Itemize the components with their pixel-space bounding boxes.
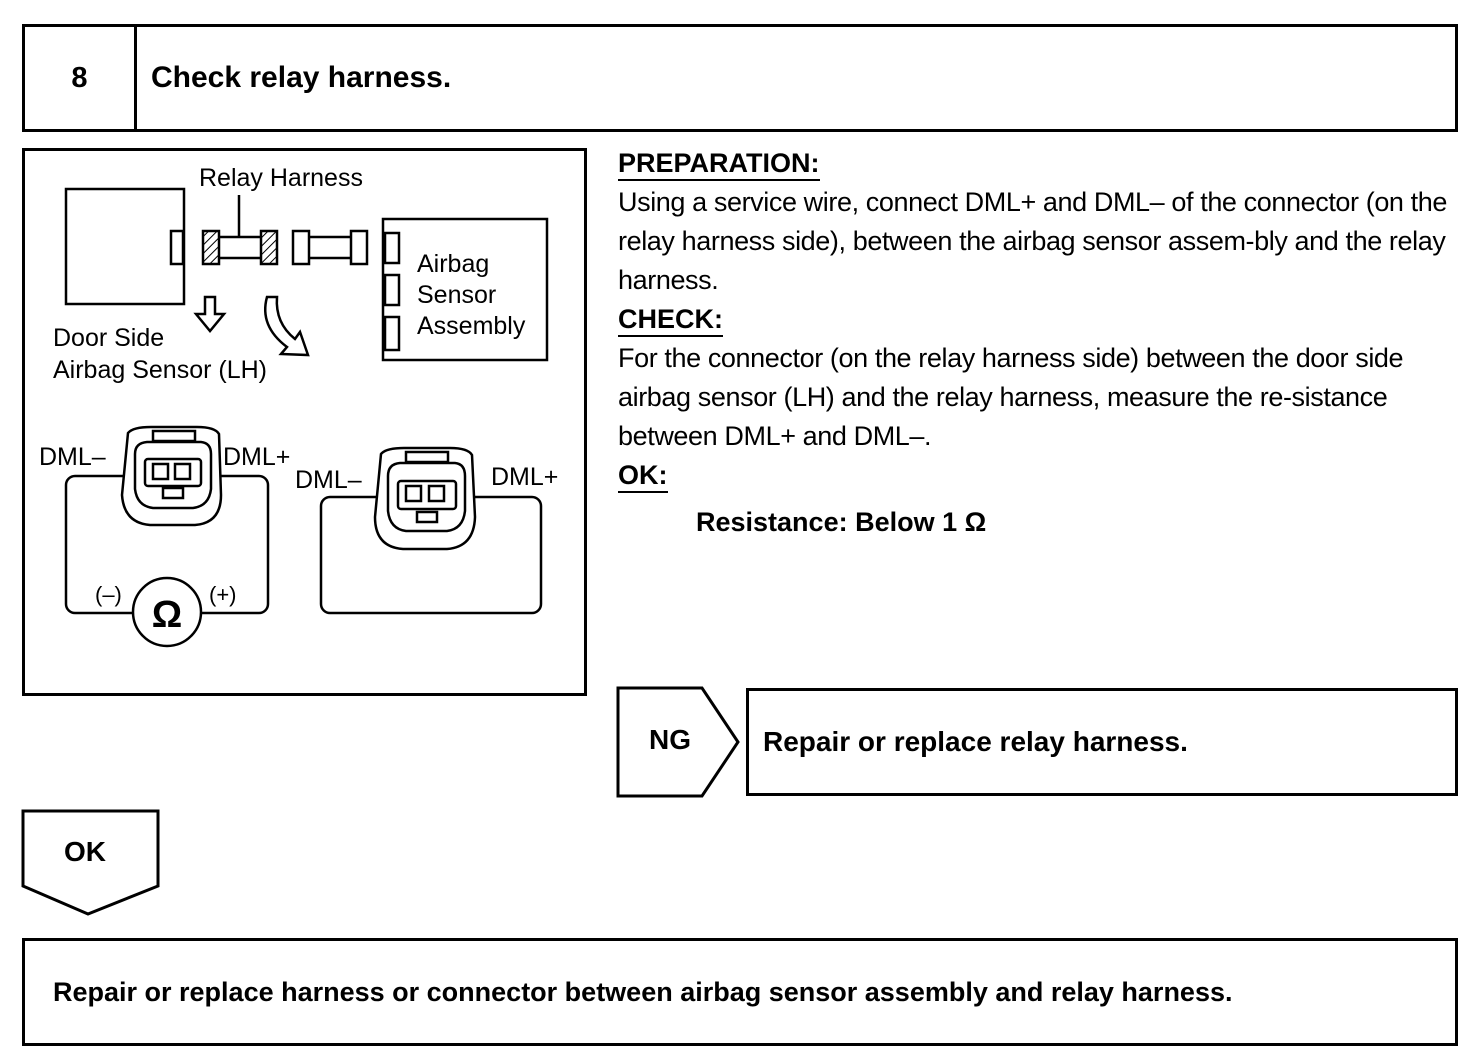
check-text: For the connector (on the relay harness … <box>618 343 1404 451</box>
harness-connector-right <box>349 229 369 266</box>
ok-spec: Resistance: Below 1 Ω <box>696 507 987 537</box>
ok-heading: OK: <box>618 459 668 493</box>
ohmmeter-icon <box>131 576 203 648</box>
procedure-text: PREPARATION: Using a service wire, conne… <box>618 144 1468 542</box>
ok-branch-tag <box>21 809 160 916</box>
ng-label: NG <box>649 724 691 755</box>
right-dml-minus-label: DML– <box>295 466 362 494</box>
relay-harness-connector-right <box>259 229 279 266</box>
ng-action-text: Repair or replace relay harness. <box>763 726 1188 757</box>
right-connector-housing <box>373 446 477 551</box>
right-dml-plus-label: DML+ <box>491 463 558 491</box>
check-heading: CHECK: <box>618 303 723 337</box>
airbag-sensor-label-2: Sensor <box>417 281 496 309</box>
ng-action-box: Repair or replace relay harness. <box>746 688 1458 796</box>
relay-harness-label: Relay Harness <box>199 164 363 192</box>
door-sensor-body <box>64 187 186 306</box>
relay-harness-connector-left <box>201 229 221 266</box>
ohmmeter-minus-label: (–) <box>95 582 122 607</box>
ohm-symbol: Ω <box>152 594 182 636</box>
ok-action-text: Repair or replace harness or connector b… <box>53 976 1233 1007</box>
preparation-text: Using a service wire, connect DML+ and D… <box>618 187 1447 295</box>
airbag-sensor-label-1: Airbag <box>417 250 489 278</box>
ng-branch-tag <box>616 686 740 798</box>
step-title: Check relay harness. <box>151 61 452 94</box>
ok-label: OK <box>64 836 106 867</box>
diagram-illustration: Relay Harness Airbag Sensor Assembly Doo… <box>39 164 558 648</box>
door-sensor-label-2: Airbag Sensor (LH) <box>53 356 267 384</box>
left-dml-minus-label: DML– <box>39 443 106 471</box>
step-header: 8 Check relay harness. <box>22 24 1458 132</box>
preparation-heading: PREPARATION: <box>618 147 820 181</box>
ohmmeter-plus-label: (+) <box>209 582 237 607</box>
harness-connector-left <box>291 229 311 266</box>
down-arrow-icon <box>193 295 227 333</box>
step-number: 8 <box>25 27 137 129</box>
curved-arrow-icon <box>264 295 310 357</box>
ok-action-box: Repair or replace harness or connector b… <box>22 938 1458 1046</box>
airbag-sensor-label-3: Assembly <box>417 312 526 340</box>
left-connector-housing <box>120 425 223 527</box>
wiring-diagram: Relay Harness Airbag Sensor Assembly Doo… <box>22 148 587 696</box>
left-dml-plus-label: DML+ <box>223 443 290 471</box>
door-sensor-label-1: Door Side <box>53 324 164 352</box>
door-sensor-port <box>169 229 185 266</box>
airbag-sensor-assembly-body <box>381 217 549 362</box>
